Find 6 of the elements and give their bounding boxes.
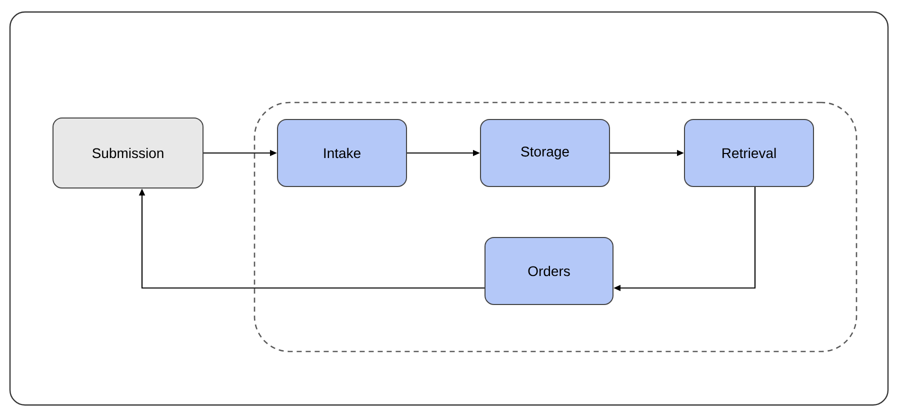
process-box: Orders <box>484 237 614 305</box>
group-frame <box>254 102 858 352</box>
process-box: Submission <box>52 118 204 188</box>
process-box: Retrieval <box>684 119 814 187</box>
process-box: Intake <box>277 119 407 187</box>
process-box: Storage <box>480 119 610 187</box>
